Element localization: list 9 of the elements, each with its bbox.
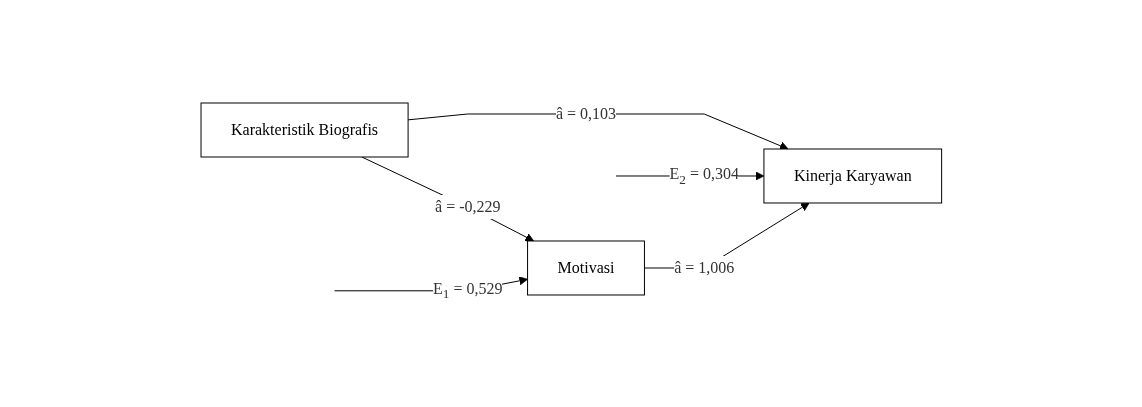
edge-label: â = 1,006 (673, 258, 734, 276)
node-box: Karakteristik Biografis (200, 102, 409, 158)
edge-label: â = -0,229 (434, 197, 501, 215)
edge-label: E$_{2}$ = 0,304 (669, 165, 739, 187)
edge-label: E$_{1}$ = 0,529 (432, 279, 503, 301)
node-box: Kinerja Karyawan (763, 148, 942, 204)
node-box: Motivasi (526, 240, 645, 296)
edge-label: â = 0,103 (555, 104, 616, 122)
arrow (361, 156, 534, 241)
